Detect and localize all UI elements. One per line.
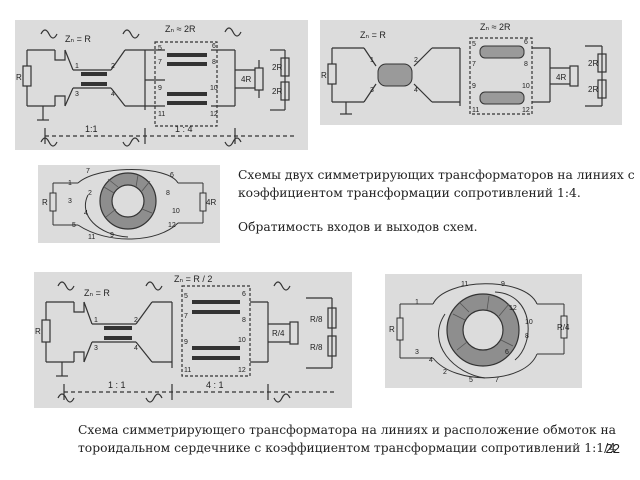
pin-label: 8 [242,317,246,324]
output-load-label: 4R [241,75,251,84]
pin-label: 5 [472,41,476,48]
pin-label: 12 [238,367,246,374]
pin-label: 8 [212,59,216,66]
top-caption: Схемы двух симметрирующих трансформаторо… [238,166,635,202]
pin-label: 6 [524,39,528,46]
pin-label: 5 [184,293,188,300]
pin-label: 7 [158,59,162,66]
pin-label: 10 [238,337,246,344]
pin-label: 10 [172,208,180,215]
pin-label: 11 [88,234,95,241]
pin-label: 4 [84,210,88,217]
pin-label: 5 [158,45,162,52]
pin-label: 2 [88,190,92,197]
pin-label: 12 [522,107,530,114]
pin-label: 6 [505,349,509,356]
zw-right-label: Zₙ ≈ 2R [165,24,196,34]
pin-label: 9 [110,232,114,239]
pin-label: 6 [170,172,174,179]
pin-label: 4 [111,91,115,98]
zw-right-label: Zₙ ≈ 2R [480,22,511,32]
toroid-diagram-b: R R/4 1 2 3 4 5 6 7 8 9 10 11 12 [385,274,582,388]
zw-right-label: Zₙ = R / 2 [174,274,212,284]
pin-label: 7 [472,61,476,68]
output-load-label: R/4 [557,323,570,332]
split-bottom-label: R/8 [310,343,323,352]
bottom-caption: Схема симметрирующего трансформатора на … [78,421,616,457]
pin-label: 2 [414,57,418,64]
schematic-b: Zₙ = R Zₙ ≈ 2R R 4R 2R 2R 1 2 3 4 5 6 7 … [320,20,622,125]
top-caption-line1: Схемы двух симметрирующих трансформаторо… [238,168,635,182]
reversibility-caption: Обратимость входов и выходов схем. [238,220,478,234]
pin-label: 1 [415,299,419,306]
schematic-c: Zₙ = R Zₙ = R / 2 R R/4 R/8 R/8 1 : 1 4 … [34,272,352,408]
split-bottom-label: 2R [588,85,598,94]
toroid-diagram-a: R 4R 1 2 3 4 5 6 7 8 9 10 11 12 [38,165,220,243]
input-load-label: R [42,198,48,207]
zw-left-label: Zₙ = R [360,30,386,40]
pin-label: 8 [524,61,528,68]
pin-label: 11 [461,281,468,288]
bottom-caption-line1: Схема симметрирующего трансформатора на … [78,423,616,437]
output-load-label: 4R [206,198,216,207]
pin-label: 8 [525,333,529,340]
pin-label: 4 [134,345,138,352]
split-top-label: 2R [588,59,598,68]
pin-label: 7 [86,168,90,175]
ratio-left-label: 1 : 1 [108,380,126,390]
output-load-label: 4R [556,73,566,82]
zw-left-label: Zₙ = R [84,288,110,298]
pin-label: 5 [72,222,76,229]
split-top-label: R/8 [310,315,323,324]
pin-label: 1 [75,63,79,70]
pin-label: 9 [184,339,188,346]
split-bottom-label: 2R [272,87,282,96]
pin-label: 1 [370,57,374,64]
pin-label: 10 [525,319,533,326]
pin-label: 3 [75,91,79,98]
ratio-right-label: 1 : 4 [175,124,193,134]
pin-label: 11 [472,107,479,114]
pin-label: 10 [522,83,530,90]
pin-label: 12 [168,222,176,229]
pin-label: 7 [495,377,499,384]
pin-label: 9 [472,83,476,90]
pin-label: 5 [469,377,473,384]
pin-label: 8 [166,190,170,197]
output-load-label: R/4 [272,329,285,338]
zw-left-label: Zₙ = R [65,34,91,44]
pin-label: 2 [111,63,115,70]
pin-label: 9 [158,85,162,92]
pin-label: 4 [414,87,418,94]
ratio-right-label: 4 : 1 [206,380,224,390]
pin-label: 9 [501,281,505,288]
pin-label: 3 [68,198,72,205]
pin-label: 10 [210,85,218,92]
pin-label: 1 [94,317,98,324]
pin-label: 6 [212,43,216,50]
input-load-label: R [389,325,395,334]
pin-label: 3 [370,87,374,94]
input-load-label: R [35,327,41,336]
pin-label: 11 [158,111,165,118]
top-caption-line2: коэффициентом трансформации сопротивлени… [238,186,581,200]
ratio-left-label: 1:1 [85,124,98,134]
pin-label: 2 [134,317,138,324]
pin-label: 11 [184,367,191,374]
input-load-label: R [321,71,327,80]
pin-label: 1 [68,180,72,187]
bottom-caption-line2: тороидальном сердечнике с коэффициентом … [78,441,617,455]
pin-label: 3 [415,349,419,356]
pin-label: 3 [94,345,98,352]
pin-label: 6 [242,291,246,298]
pin-label: 12 [509,305,517,312]
input-load-label: R [16,73,22,82]
pin-label: 2 [443,369,447,376]
split-top-label: 2R [272,63,282,72]
page-number: 22 [605,441,620,456]
schematic-a: Zₙ = R Zₙ ≈ 2R R 4R 2R 2R 1:1 1 : 4 1 2 … [15,20,308,150]
pin-label: 4 [429,357,433,364]
pin-label: 7 [184,313,188,320]
pin-label: 12 [210,111,218,118]
